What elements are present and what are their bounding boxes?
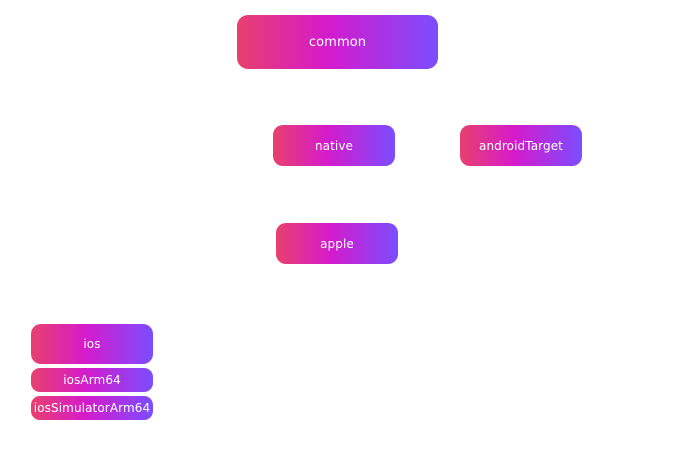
node-ios-arm64: iosArm64 [31,368,153,392]
node-apple: apple [276,223,398,264]
node-native: native [273,125,395,166]
node-common: common [237,15,438,69]
node-android-target: androidTarget [460,125,582,166]
node-ios: ios [31,324,153,364]
node-ios-simulator-arm64: iosSimulatorArm64 [31,396,153,420]
